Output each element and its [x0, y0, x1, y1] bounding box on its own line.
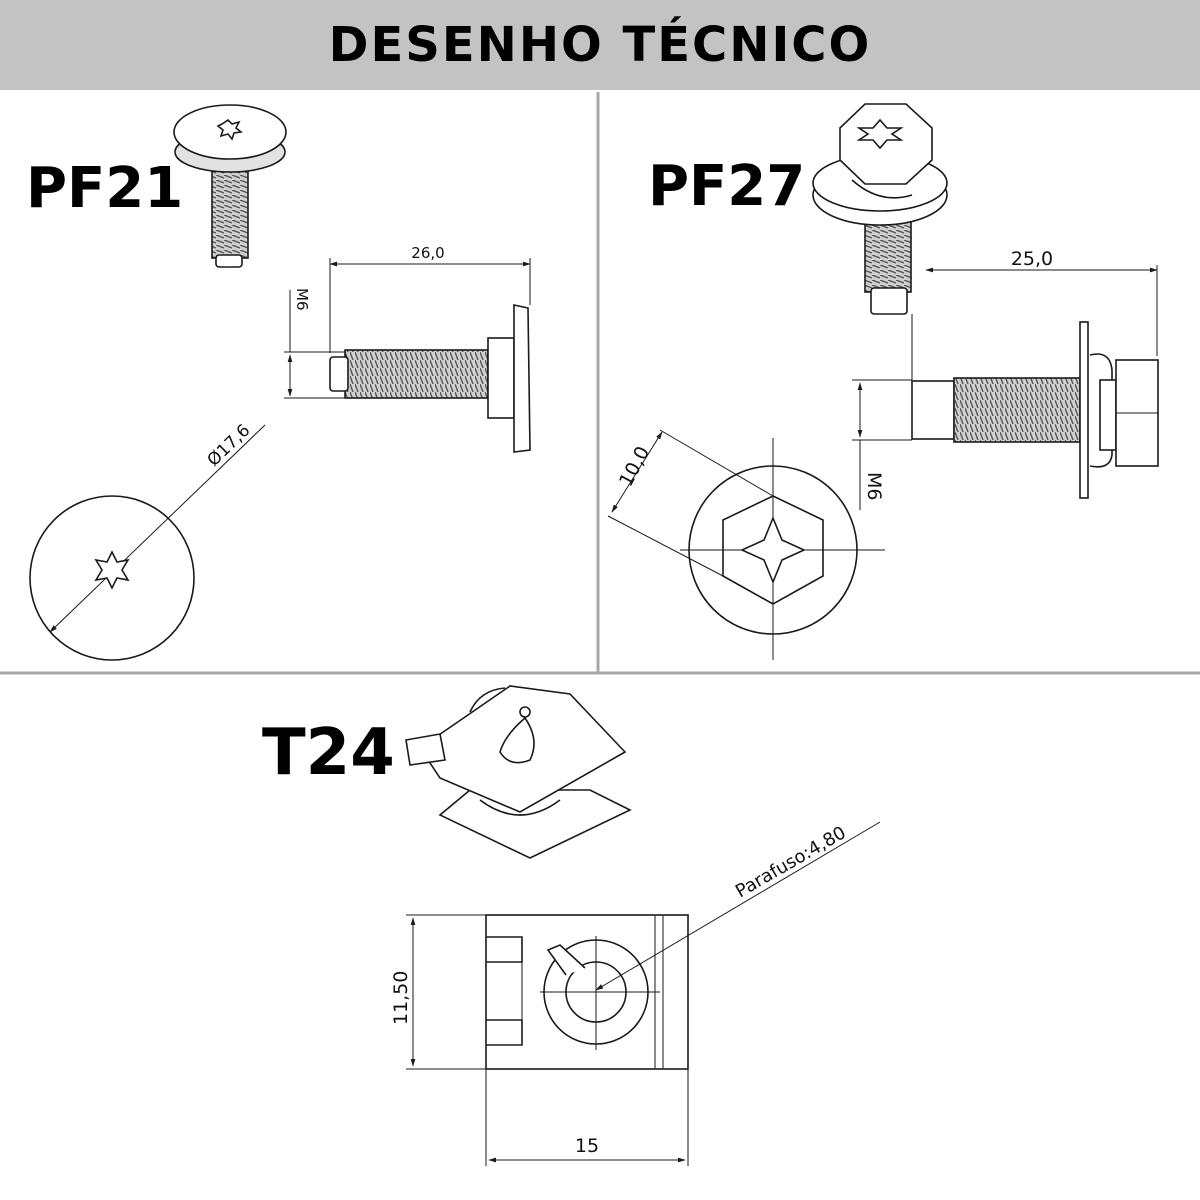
pf27-hex-dim: 10,0 — [615, 443, 654, 491]
pf21-thread-dim: M6 — [293, 288, 311, 311]
pf21-length-dim: 26,0 — [411, 244, 444, 262]
t24-screw-dim: Parafuso:4,80 — [732, 822, 850, 902]
pf21-3d-view — [173, 104, 287, 268]
header-bar: DESENHO TÉCNICO — [0, 0, 1200, 90]
torx-icon — [94, 550, 130, 590]
page-title: DESENHO TÉCNICO — [328, 17, 872, 73]
pf21-diameter-dim: Ø17,6 — [204, 421, 255, 471]
pf21-front-view: Ø17,6 — [29, 421, 266, 661]
pf27-side-view: 25,0 M6 — [852, 248, 1159, 510]
phillips-icon — [856, 118, 904, 150]
pf21-label: PF21 — [26, 156, 183, 221]
t24-label: T24 — [262, 716, 395, 790]
t24-top-view: Parafuso:4,80 11,50 15 — [390, 821, 881, 1166]
t24-height-dim: 11,50 — [390, 971, 412, 1025]
pf27-label: PF27 — [648, 154, 805, 219]
pf27-panel: PF27 25,0 — [607, 103, 1159, 660]
pf27-length-dim: 25,0 — [1011, 248, 1053, 270]
pf27-3d-view — [812, 103, 948, 315]
t24-width-dim: 15 — [575, 1135, 599, 1157]
phillips-icon — [740, 515, 806, 585]
pf27-front-view: 10,0 — [607, 429, 885, 660]
t24-panel: T24 Parafuso:4,80 — [262, 685, 881, 1166]
pf21-side-view: 26,0 M6 — [284, 244, 531, 453]
pf27-thread-dim: M6 — [863, 472, 885, 500]
torx-icon — [216, 118, 243, 141]
pf21-panel: PF21 26,0 M6 — [26, 104, 531, 661]
t24-3d-view — [405, 685, 632, 859]
